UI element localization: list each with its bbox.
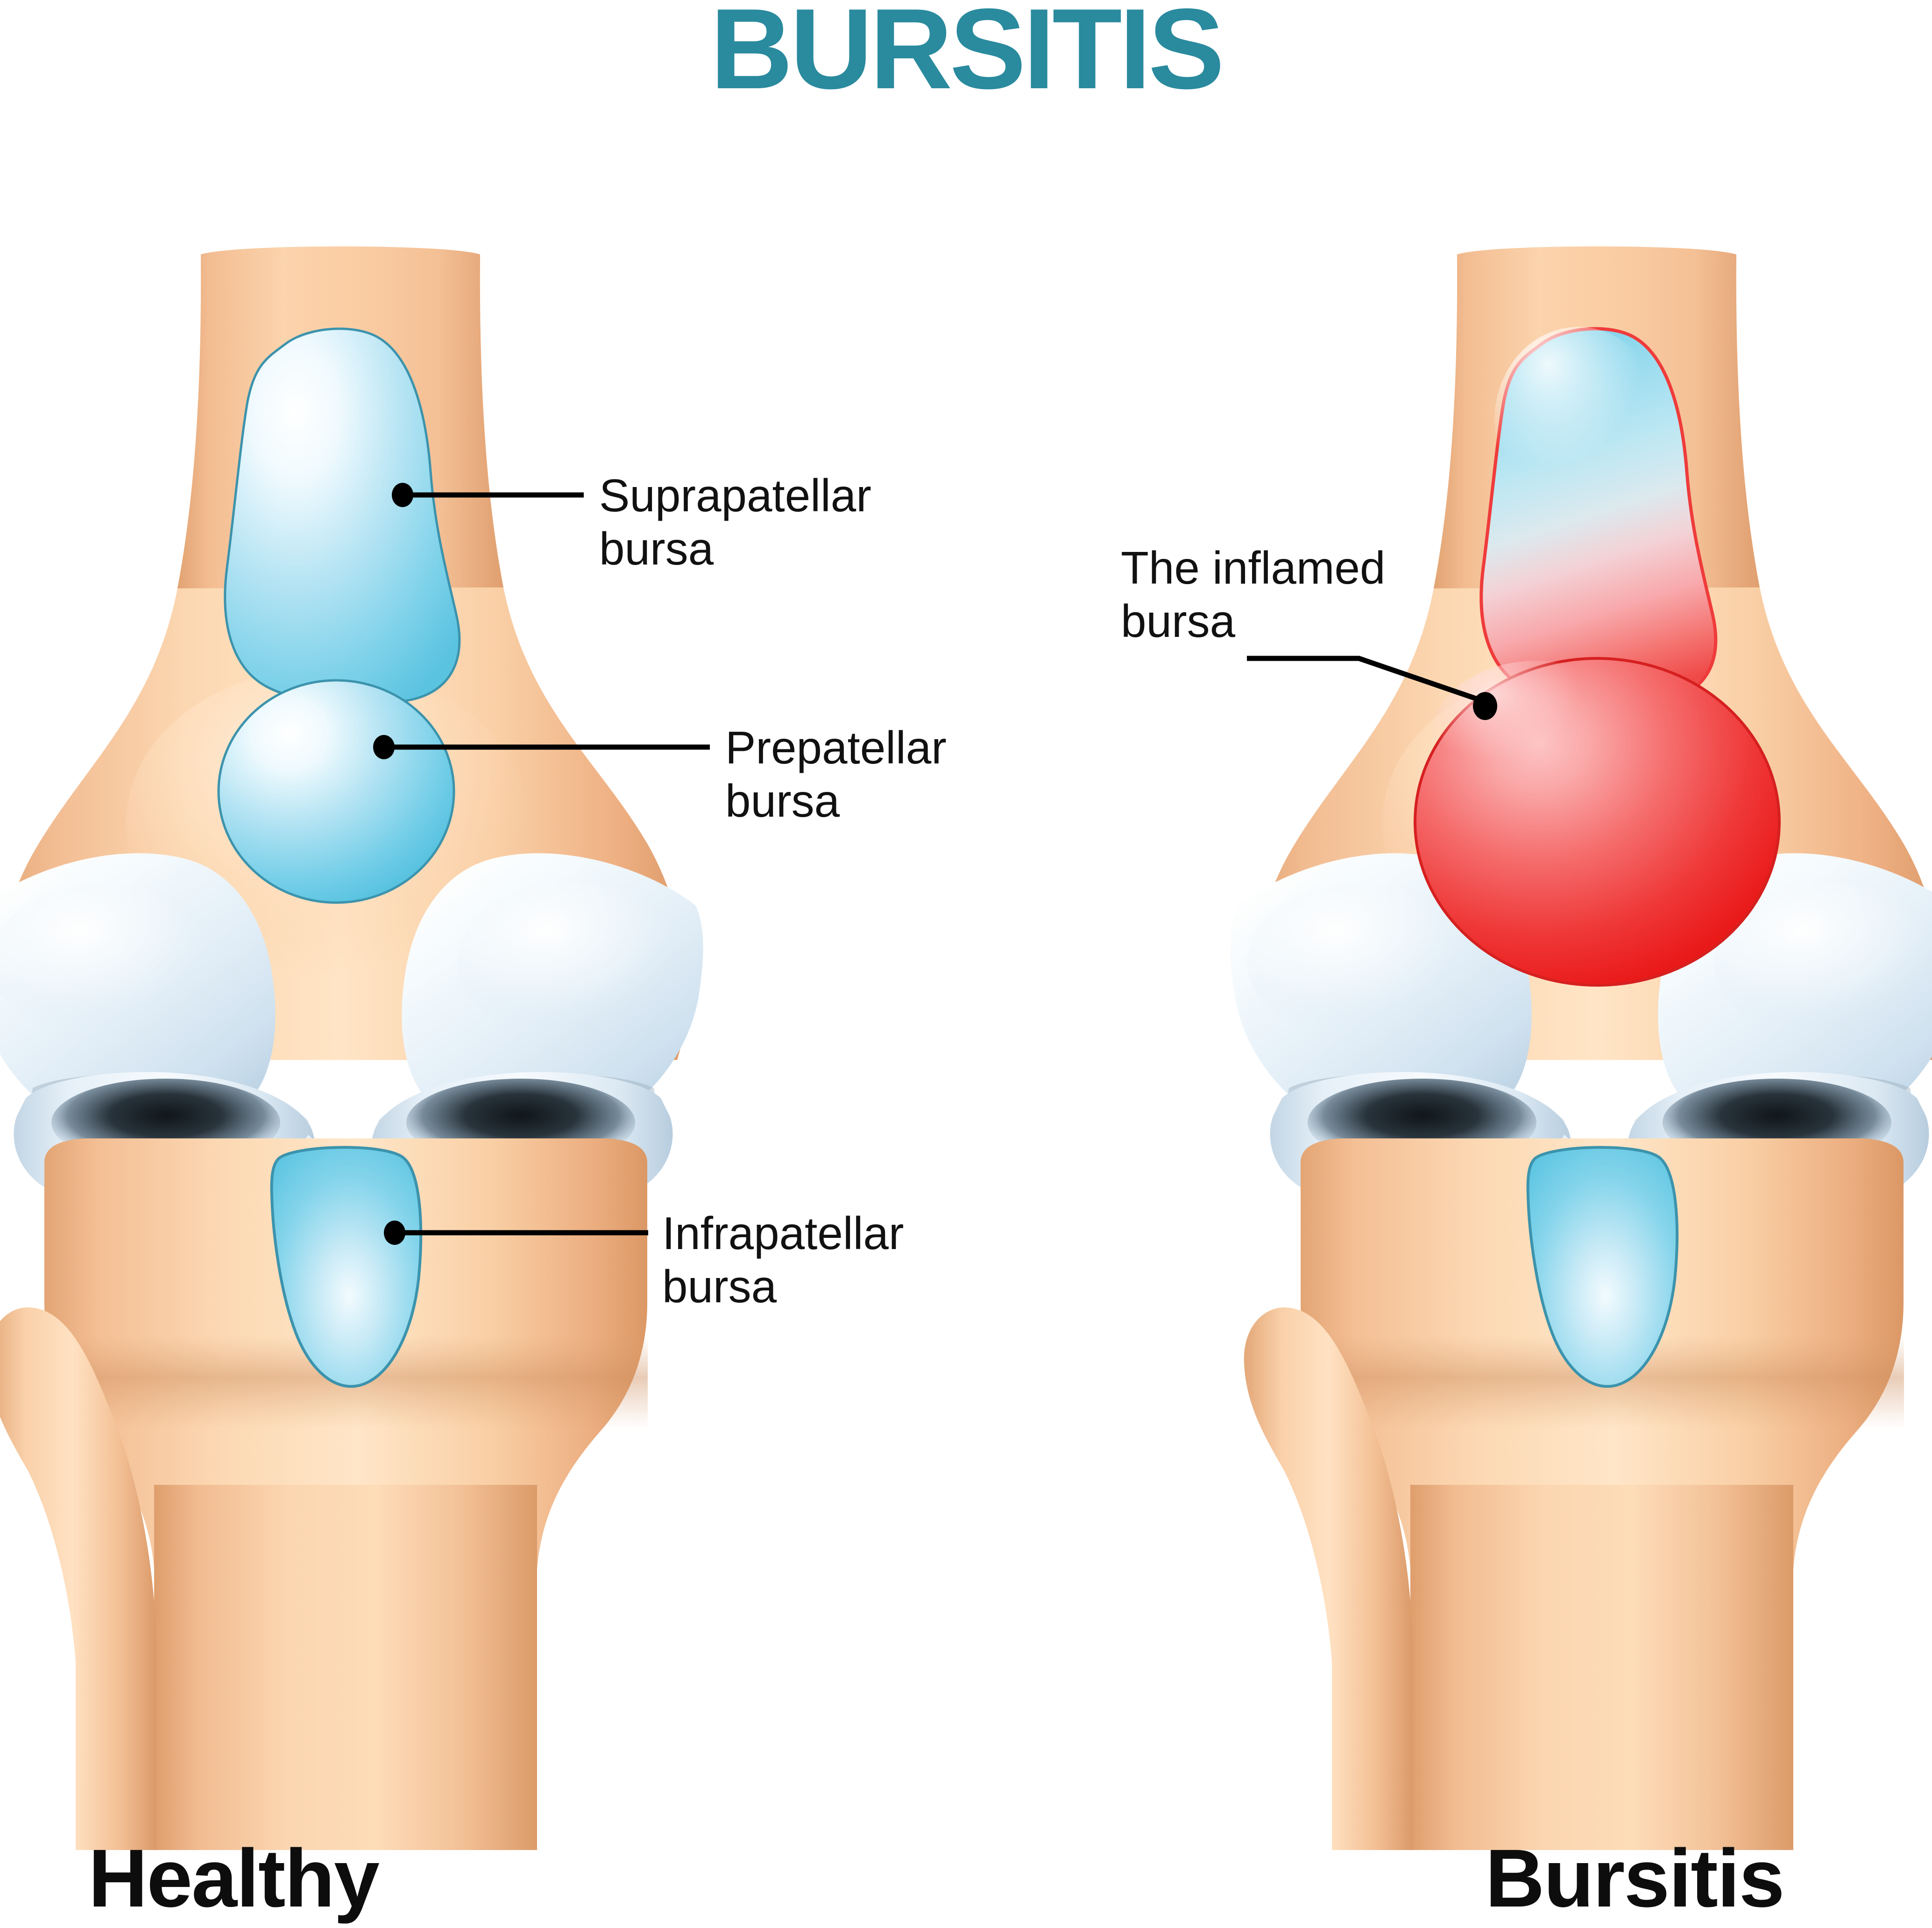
suprapatellar-bursa-right-inflamed <box>1479 327 1718 706</box>
leader-line-inflamed <box>1247 656 1497 720</box>
tibia-right <box>1301 1138 1904 1858</box>
infrapatellar-bursa-left <box>270 1146 423 1388</box>
bursitis-knee-diagram <box>1230 246 1932 1858</box>
label-suprapatellar-bursa: Suprapatellar bursa <box>599 470 871 574</box>
fibula-right <box>1244 1307 1413 1858</box>
healthy-knee-diagram <box>0 246 710 1858</box>
tibia-left <box>44 1138 648 1858</box>
leader-lines-left <box>373 483 710 1245</box>
label-prepatellar-bursa: Prepatellar bursa <box>725 722 947 826</box>
caption-healthy: Healthy <box>88 1833 380 1924</box>
prepatellar-bursa-right-inflamed <box>1414 657 1781 987</box>
page-title: BURSITIS <box>710 0 1224 113</box>
infrapatellar-bursa-right <box>1526 1146 1679 1388</box>
femoral-cartilage-left <box>0 853 703 1139</box>
label-infrapatellar-bursa: Infrapatellar bursa <box>662 1208 904 1312</box>
label-inflamed-bursa: The inflamed bursa <box>1121 542 1386 647</box>
caption-bursitis: Bursitis <box>1485 1833 1784 1924</box>
fibula-left <box>0 1307 156 1858</box>
prepatellar-bursa-left <box>217 679 455 904</box>
